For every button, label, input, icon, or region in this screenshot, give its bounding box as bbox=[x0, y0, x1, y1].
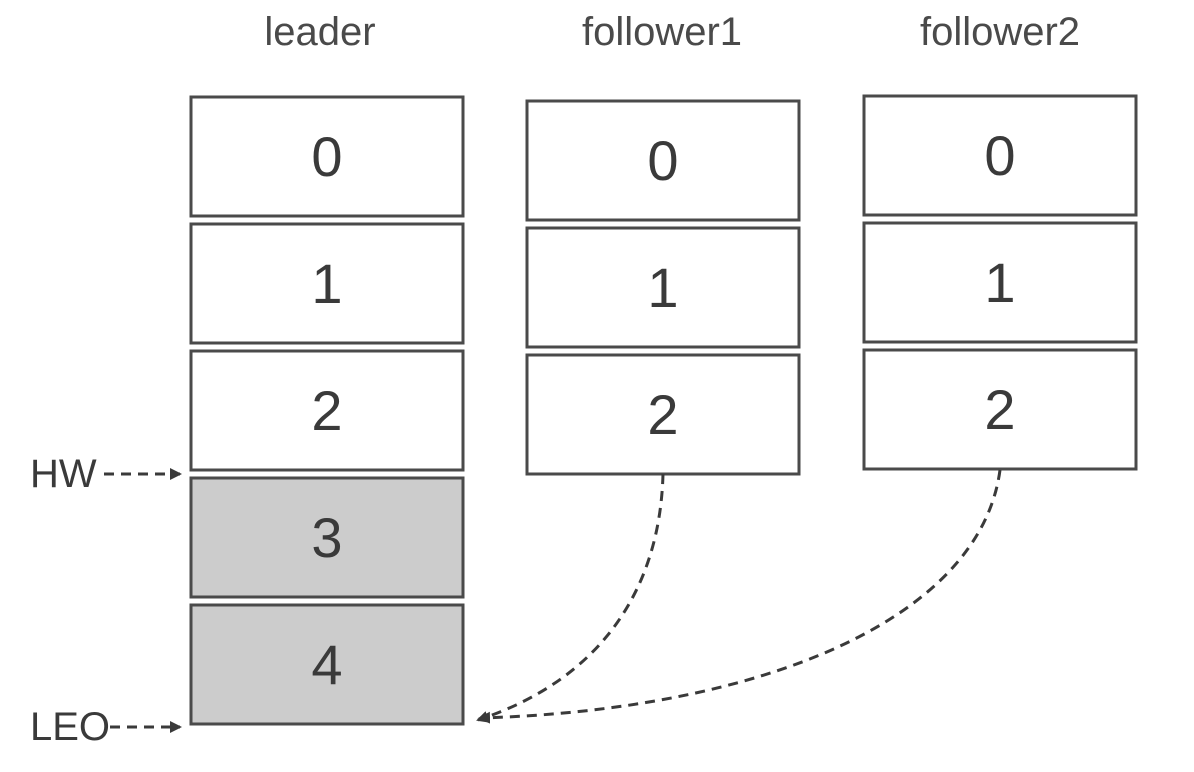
leader-cell-label-4: 4 bbox=[311, 633, 342, 696]
follower2-cell-label-0: 0 bbox=[984, 124, 1015, 187]
follower1-cell-2 bbox=[525, 353, 801, 476]
leader-cell-4 bbox=[189, 603, 465, 726]
follower1-cell-1 bbox=[525, 226, 801, 349]
follower1-cell-0 bbox=[525, 99, 801, 222]
leader-cell-0 bbox=[189, 95, 465, 218]
hw-label: HW bbox=[30, 452, 97, 496]
leader-cell-label-1: 1 bbox=[311, 252, 342, 315]
leo-marker: LEO bbox=[30, 705, 182, 749]
leader-cell-label-0: 0 bbox=[311, 125, 342, 188]
follower2-cell-2 bbox=[862, 348, 1138, 471]
follower1-cell-label-1: 1 bbox=[647, 256, 678, 319]
leader-cell-3 bbox=[189, 476, 465, 599]
follower1-cell-label-0: 0 bbox=[647, 129, 678, 192]
leo-label: LEO bbox=[30, 705, 110, 749]
leader-log: 0 1 2 3 4 bbox=[189, 95, 465, 726]
follower2-cell-label-1: 1 bbox=[984, 251, 1015, 314]
leader-cell-2 bbox=[189, 349, 465, 472]
hw-marker: HW bbox=[30, 452, 182, 496]
follower2-cell-0 bbox=[862, 94, 1138, 217]
leader-cell-label-3: 3 bbox=[311, 506, 342, 569]
follower2-cell-label-2: 2 bbox=[984, 378, 1015, 441]
follower2-log: 0 1 2 bbox=[862, 94, 1138, 471]
column-title-follower1: follower1 bbox=[582, 10, 742, 54]
follower2-cell-1 bbox=[862, 221, 1138, 344]
follower1-cell-label-2: 2 bbox=[647, 383, 678, 446]
leader-cell-label-2: 2 bbox=[311, 379, 342, 442]
column-title-leader: leader bbox=[264, 10, 375, 54]
follower1-fetch-arrow bbox=[476, 473, 665, 723]
column-title-follower2: follower2 bbox=[920, 10, 1080, 54]
leader-cell-1 bbox=[189, 222, 465, 345]
follower1-log: 0 1 2 bbox=[525, 99, 801, 476]
